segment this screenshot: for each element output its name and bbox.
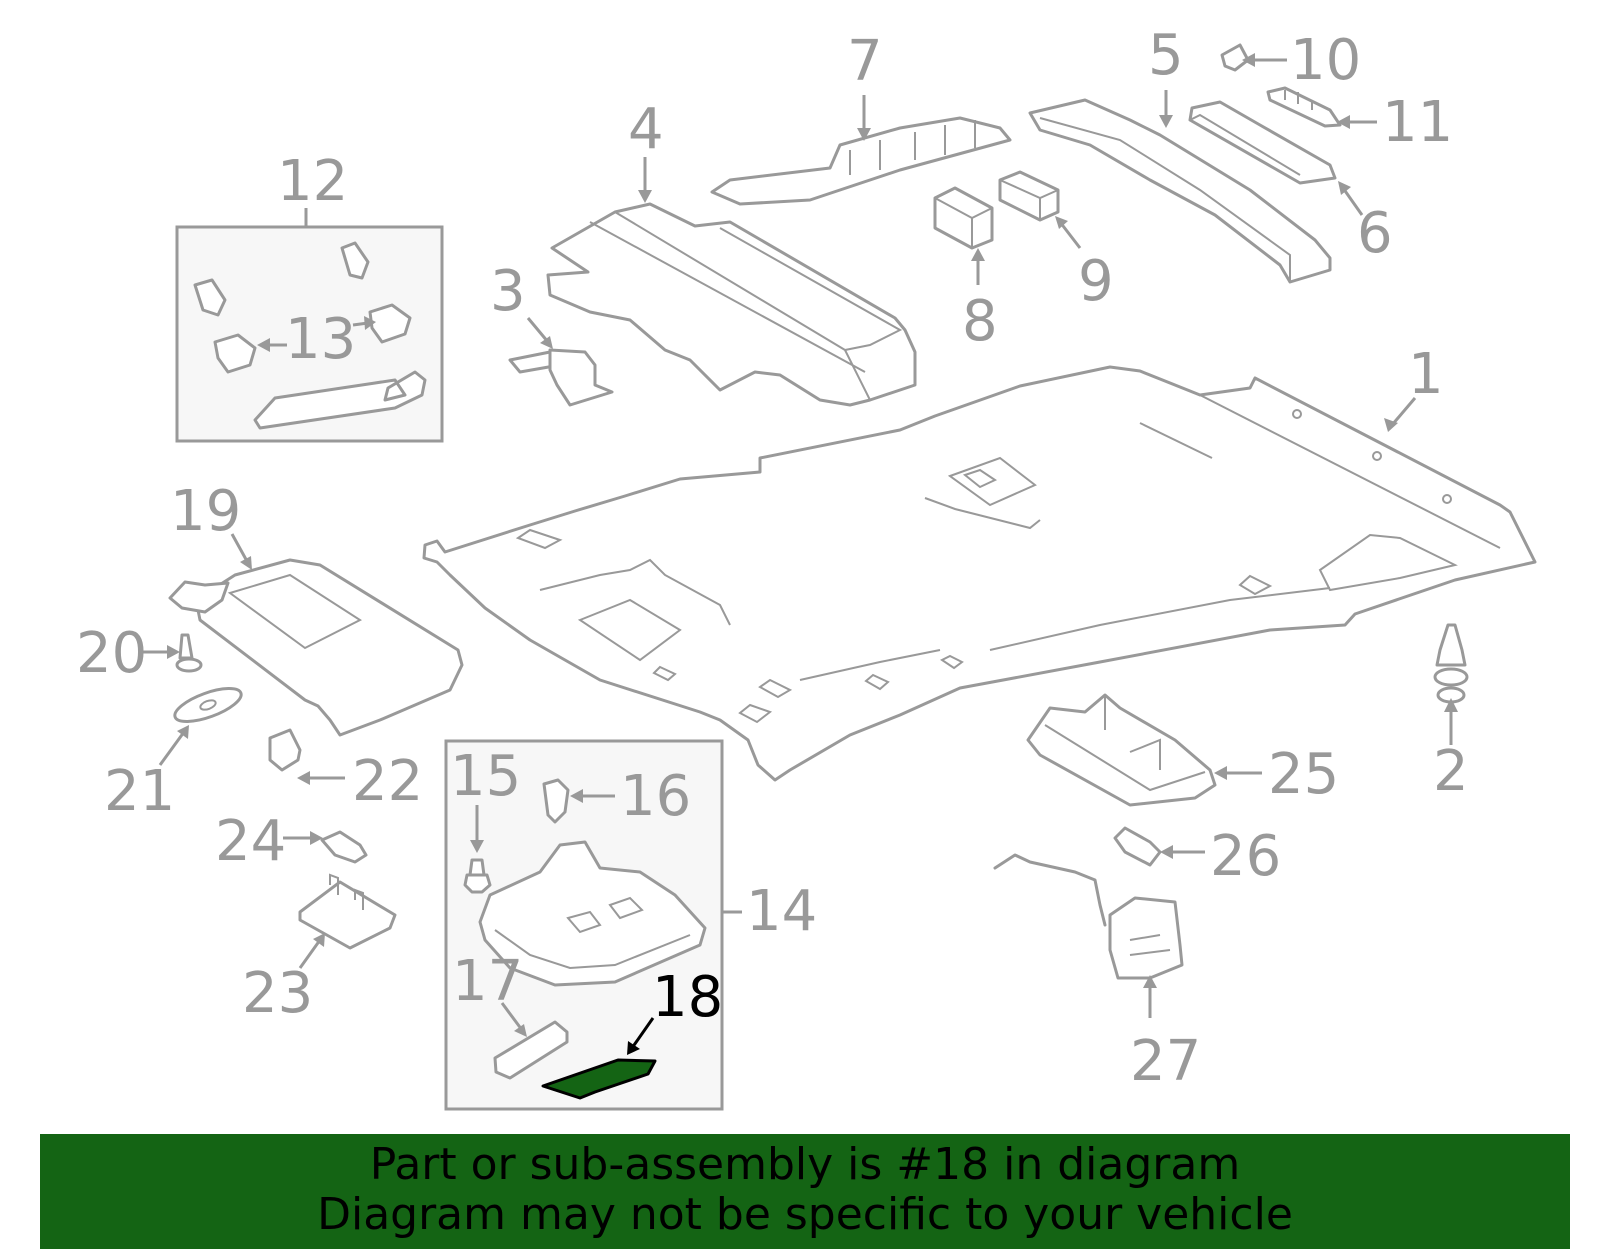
part-20-screw[interactable] (175, 633, 203, 673)
callout-7: 7 (847, 29, 883, 94)
callout-11: 11 (1382, 90, 1453, 155)
part-1-headliner[interactable] (422, 365, 1537, 782)
part-15-screw[interactable] (463, 858, 492, 894)
callout-labels: 1 2 3 4 5 6 7 8 9 10 11 12 13 14 15 16 1… (76, 23, 1469, 1094)
callout-6: 6 (1357, 201, 1393, 266)
part-14-map-lamp[interactable] (478, 840, 707, 987)
part-4-pad[interactable] (546, 202, 917, 407)
callout-8: 8 (962, 289, 998, 354)
part-23-lamp[interactable] (298, 873, 397, 950)
part-24-bulb[interactable] (320, 830, 368, 864)
part-2-clip[interactable] (1433, 623, 1469, 704)
callout-27: 27 (1130, 1029, 1201, 1094)
part-26-socket[interactable] (1113, 826, 1162, 867)
part-25-console[interactable] (1026, 693, 1217, 807)
callout-2: 2 (1433, 739, 1469, 804)
part-19-sun-visor[interactable] (168, 558, 464, 737)
callout-4: 4 (628, 97, 664, 162)
callout-25: 25 (1268, 742, 1339, 807)
part-17-lens[interactable] (493, 1020, 569, 1080)
callout-20: 20 (76, 621, 147, 686)
part-22-holder[interactable] (268, 728, 302, 772)
callout-15: 15 (450, 744, 521, 809)
callout-3: 3 (490, 259, 526, 324)
part-21-bezel[interactable] (171, 682, 245, 728)
banner-line-2: Diagram may not be specific to your vehi… (317, 1189, 1293, 1240)
callout-24: 24 (215, 809, 286, 874)
callout-16: 16 (620, 764, 691, 829)
callout-17: 17 (452, 949, 523, 1014)
callout-12: 12 (277, 149, 348, 214)
part-8-block[interactable] (933, 186, 994, 250)
part-10-clip[interactable] (1220, 43, 1250, 72)
part-11-clip-strip[interactable] (1266, 86, 1342, 128)
part-12-assist-grip[interactable] (193, 241, 427, 430)
info-banner: Part or sub-assembly is #18 in diagram D… (40, 1134, 1570, 1249)
part-18-lens-highlighted[interactable] (541, 1058, 657, 1100)
part-9-block[interactable] (998, 170, 1060, 222)
callout-10: 10 (1290, 28, 1361, 93)
banner-line-1: Part or sub-assembly is #18 in diagram (369, 1139, 1241, 1190)
callout-9: 9 (1078, 249, 1114, 314)
part-7-bracket[interactable] (710, 116, 1012, 206)
callout-23: 23 (242, 961, 313, 1026)
callout-5: 5 (1148, 23, 1184, 88)
part-6-pad[interactable] (1188, 100, 1337, 185)
callout-22: 22 (352, 749, 423, 814)
callout-21: 21 (104, 759, 175, 824)
callout-18: 18 (652, 965, 723, 1030)
part-16-clip[interactable] (542, 778, 570, 824)
part-5-rail[interactable] (1028, 98, 1332, 284)
part-27-module[interactable] (993, 853, 1184, 980)
callout-26: 26 (1210, 824, 1281, 889)
callout-19: 19 (170, 479, 241, 544)
callout-1: 1 (1408, 342, 1444, 407)
callout-14: 14 (746, 879, 817, 944)
part-13-clip[interactable] (213, 303, 412, 374)
callout-13: 13 (285, 307, 356, 372)
part-3-bracket[interactable] (508, 348, 614, 407)
leader-lines (140, 53, 1458, 1055)
